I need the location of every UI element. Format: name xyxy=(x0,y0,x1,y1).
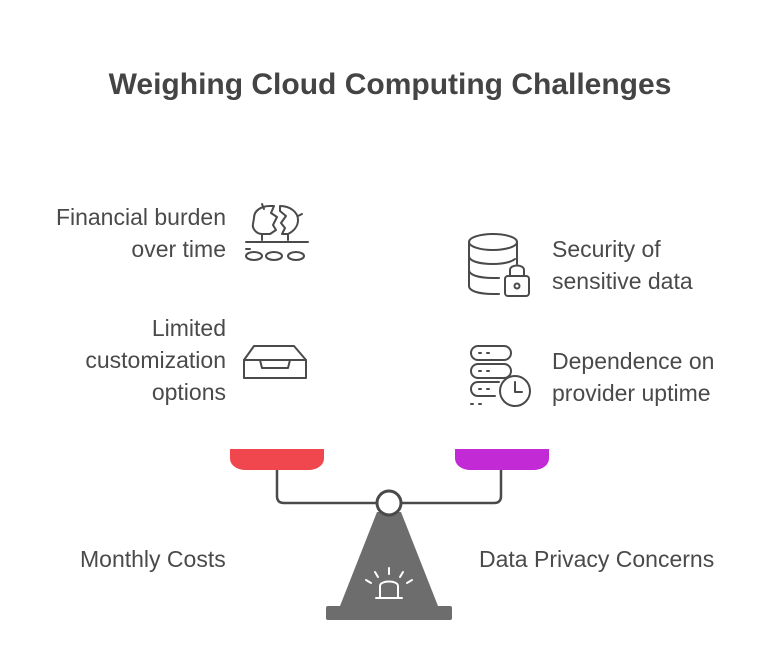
left-item-financial-burden: Financial burden over time xyxy=(56,201,226,265)
scale-pivot xyxy=(375,489,403,517)
scale-base xyxy=(340,512,438,606)
left-item-limited-customization: Limited customization options xyxy=(85,312,226,408)
left-item-1-line-1: Financial burden xyxy=(55,204,226,230)
left-item-1-line-2: over time xyxy=(131,236,226,262)
right-item-1-line-2: sensitive data xyxy=(552,268,693,294)
right-item-2-line-1: Dependence on xyxy=(552,348,715,374)
alarm-light-icon xyxy=(365,567,413,599)
left-item-2-line-3: options xyxy=(151,379,226,405)
inbox-tray-icon xyxy=(243,345,307,379)
left-item-2-line-2: customization xyxy=(85,347,226,373)
right-item-dependence: Dependence on provider uptime xyxy=(552,345,714,409)
database-lock-icon xyxy=(468,233,530,297)
left-side-label: Monthly Costs xyxy=(80,546,226,572)
server-clock-icon xyxy=(470,345,531,407)
left-item-2-line-1: Limited xyxy=(151,315,226,341)
right-item-2-line-2: provider uptime xyxy=(552,380,711,406)
diagram-title: Weighing Cloud Computing Challenges xyxy=(108,68,672,101)
right-item-1-line-1: Security of xyxy=(552,236,661,262)
scale-foot xyxy=(326,606,452,620)
right-item-security: Security of sensitive data xyxy=(552,233,693,297)
left-pan xyxy=(230,449,324,470)
right-side-label: Data Privacy Concerns xyxy=(479,546,715,572)
right-pan xyxy=(455,449,549,470)
broken-piggy-bank-icon xyxy=(245,203,309,261)
